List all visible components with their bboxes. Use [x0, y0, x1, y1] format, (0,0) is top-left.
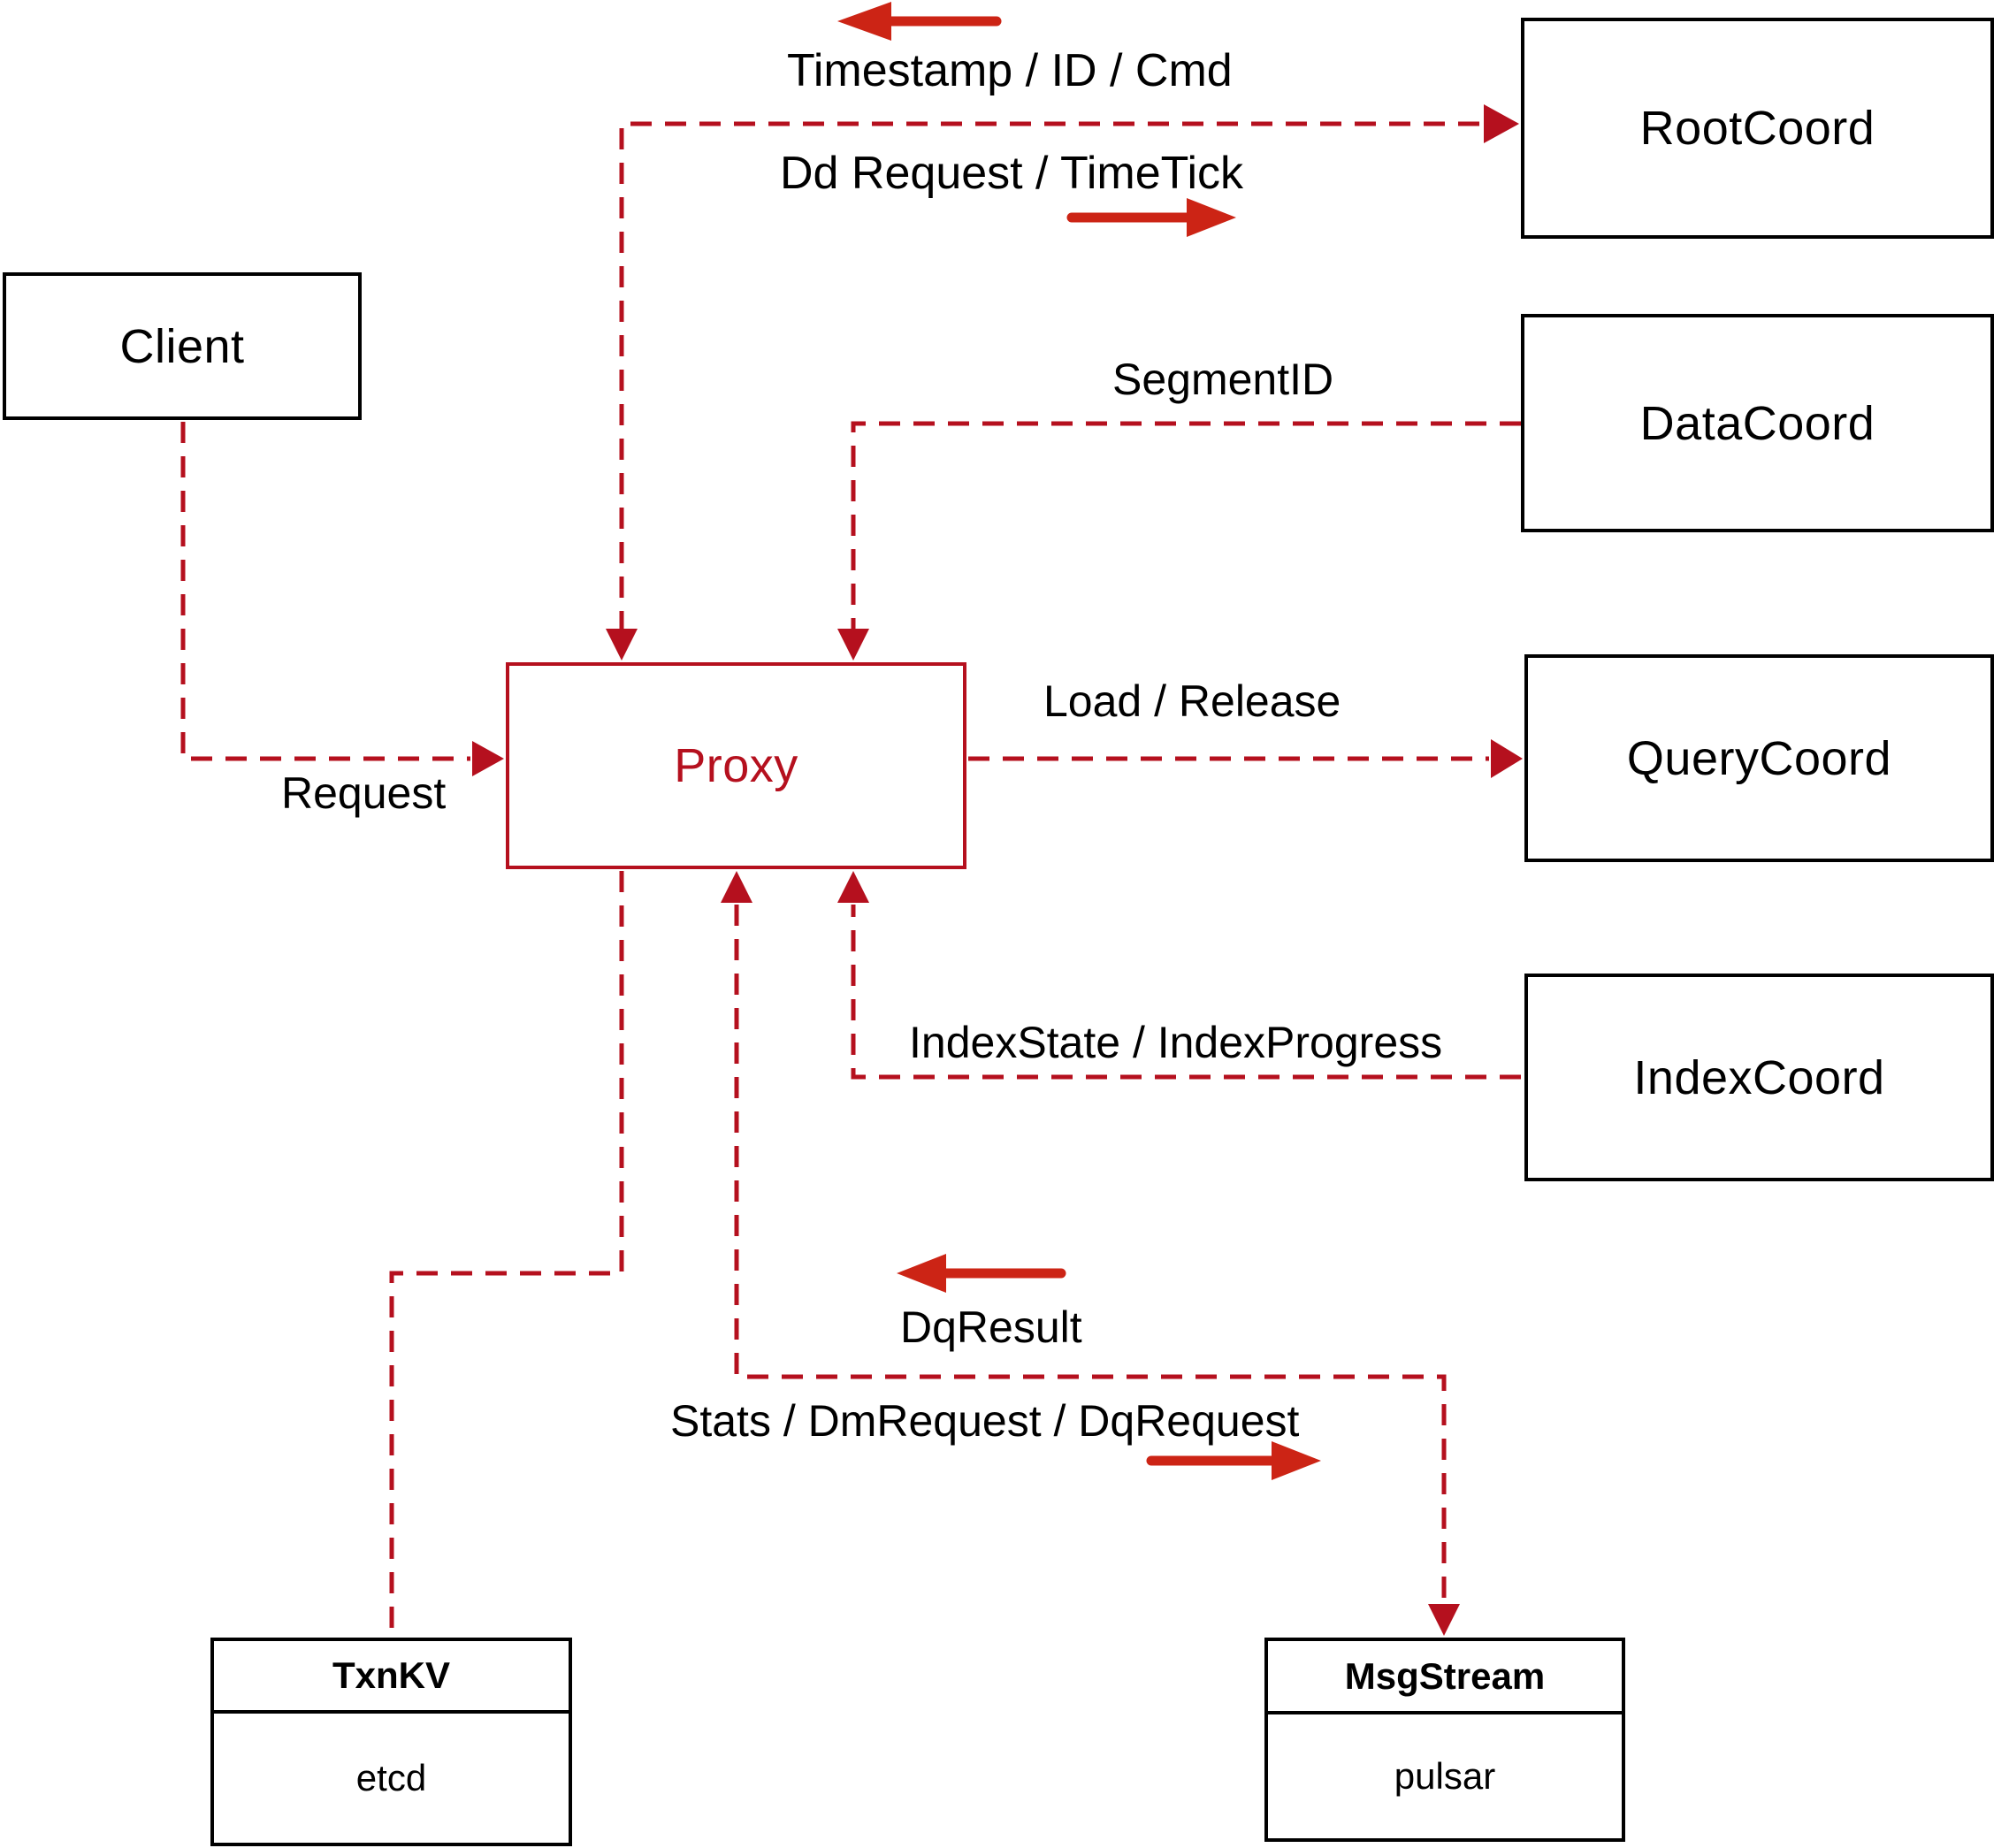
- node-indexcoord: IndexCoord: [1524, 974, 1994, 1181]
- node-rootcoord-label: RootCoord: [1639, 102, 1875, 155]
- node-txnkv: TxnKV etcd: [210, 1638, 572, 1846]
- node-msgstream-title: MsgStream: [1268, 1641, 1622, 1714]
- edge-label-segmentid: SegmentID: [1112, 355, 1334, 404]
- direction-arrow-right-head-stats: [1272, 1441, 1321, 1480]
- edge-label-dd-request-timetick: Dd Request / TimeTick: [780, 148, 1244, 199]
- direction-arrow-right-head-ddrequest: [1187, 198, 1236, 237]
- arrowhead-into-msgstream: [1428, 1604, 1460, 1636]
- node-rootcoord: RootCoord: [1521, 18, 1994, 239]
- edge-label-timestamp-id-cmd: Timestamp / ID / Cmd: [787, 45, 1233, 96]
- edge-label-stats-dmrequest-dqrequest: Stats / DmRequest / DqRequest: [670, 1396, 1300, 1446]
- arrowhead-dqresult-into-proxy: [721, 871, 752, 903]
- node-msgstream-impl: pulsar: [1394, 1755, 1496, 1797]
- node-msgstream: MsgStream pulsar: [1264, 1638, 1625, 1842]
- edge-client-proxy: [180, 422, 470, 761]
- edge-proxy-txnkv: [389, 871, 624, 1638]
- direction-arrow-left-head-timestamp: [837, 2, 891, 41]
- node-client-label: Client: [119, 319, 245, 373]
- edge-datacoord-proxy: [851, 421, 1521, 632]
- node-txnkv-impl: etcd: [355, 1757, 427, 1798]
- edge-label-indexstate-indexprogress: IndexState / IndexProgress: [909, 1018, 1443, 1067]
- arrowhead-indexstate-into-proxy: [837, 871, 869, 903]
- arrowhead-segmentid-into-proxy: [837, 629, 869, 661]
- node-datacoord: DataCoord: [1521, 314, 1994, 532]
- edge-label-load-release: Load / Release: [1043, 676, 1341, 726]
- edge-indexcoord-proxy: [851, 905, 1521, 1080]
- node-proxy: Proxy: [506, 662, 966, 869]
- edge-proxy-rootcoord: [619, 121, 1486, 632]
- node-querycoord-label: QueryCoord: [1626, 731, 1892, 785]
- edge-label-dqresult: DqResult: [900, 1302, 1082, 1352]
- node-proxy-label: Proxy: [674, 739, 798, 792]
- edge-label-request: Request: [281, 768, 447, 818]
- edge-proxy-msgstream: [734, 905, 1447, 1602]
- arrowhead-request-into-proxy: [472, 741, 504, 776]
- node-txnkv-title: TxnKV: [214, 1641, 569, 1714]
- arrowhead-into-querycoord: [1491, 739, 1523, 778]
- node-querycoord: QueryCoord: [1524, 654, 1994, 862]
- arrowhead-rootline-into-proxy: [606, 629, 638, 661]
- direction-arrow-left-head-dqresult: [897, 1254, 946, 1293]
- node-datacoord-label: DataCoord: [1639, 396, 1875, 450]
- arrowhead-into-rootcoord: [1484, 104, 1519, 143]
- node-indexcoord-label: IndexCoord: [1633, 1050, 1885, 1104]
- node-client: Client: [3, 272, 362, 420]
